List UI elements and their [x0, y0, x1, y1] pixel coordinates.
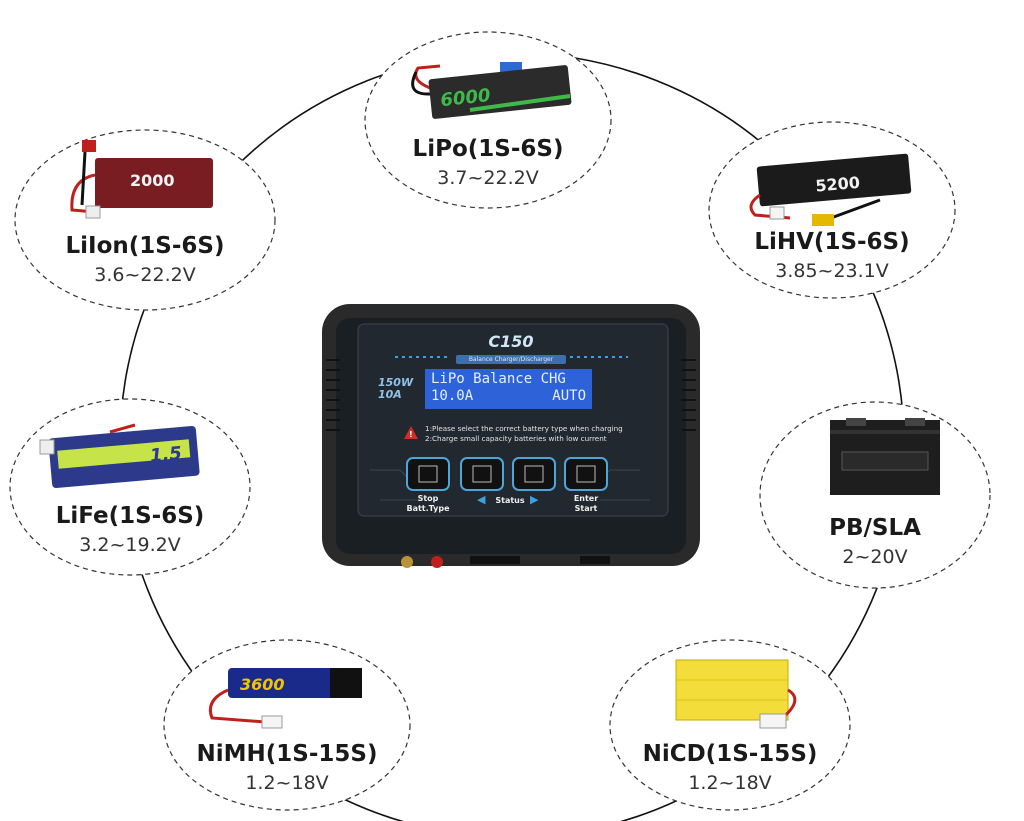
- nicd-battery-image: [675, 659, 797, 729]
- stop-label: Stop: [417, 494, 439, 503]
- enter-button-label: Enter Start: [556, 494, 616, 514]
- nimh-battery-image: 3600: [208, 668, 362, 729]
- battery-name: LiHV(1S-6S): [754, 229, 910, 255]
- svg-text:1.5: 1.5: [149, 443, 183, 467]
- battery-voltage-range: 3.6~22.2V: [94, 264, 196, 286]
- enter-button[interactable]: [564, 457, 608, 491]
- dec-button[interactable]: [460, 457, 504, 491]
- balance-port: [470, 556, 520, 564]
- note-2: 2:Charge small capacity batteries with l…: [425, 434, 607, 443]
- right-arrow-icon: ▶: [530, 493, 539, 506]
- stop-button-label: Stop Batt.Type: [398, 494, 458, 514]
- stop-button[interactable]: [406, 457, 450, 491]
- note-1: 1:Please select the correct battery type…: [425, 424, 623, 433]
- lcd-current: 10.0A: [431, 388, 474, 404]
- label-pbsla: PB/SLA 2~20V: [745, 514, 1005, 570]
- battery-voltage-range: 3.2~19.2V: [79, 534, 181, 556]
- lcd-line1: LiPo Balance CHG: [431, 371, 566, 387]
- label-lipo: LiPo(1S-6S) 3.7~22.2V: [358, 135, 618, 191]
- battery-voltage-range: 3.7~22.2V: [437, 167, 539, 189]
- label-nimh: NiMH(1S-15S) 1.2~18V: [157, 740, 417, 796]
- battery-name: NiMH(1S-15S): [196, 741, 378, 767]
- warning-icon: [404, 426, 418, 439]
- pbsla-battery-image: [830, 418, 940, 495]
- battery-name: NiCD(1S-15S): [642, 741, 818, 767]
- charger-current: 10A: [378, 388, 402, 401]
- charger-model: C150: [488, 332, 534, 351]
- output-port-positive: [401, 556, 413, 568]
- lihv-battery-image: 5200: [749, 153, 912, 226]
- battery-voltage-range: 2~20V: [842, 546, 908, 568]
- charger-spec: 150W 10A: [378, 377, 413, 401]
- battery-name: LiFe(1S-6S): [55, 503, 205, 529]
- battery-name: LiPo(1S-6S): [412, 136, 564, 162]
- svg-text:5200: 5200: [815, 173, 861, 196]
- battery-voltage-range: 3.85~23.1V: [775, 260, 889, 282]
- svg-text:2000: 2000: [130, 171, 175, 190]
- batt-type-label: Batt.Type: [406, 504, 450, 513]
- charger-notes: 1:Please select the correct battery type…: [425, 424, 623, 444]
- usb-port: [580, 556, 610, 564]
- lcd-screen: LiPo Balance CHG 10.0A AUTO: [425, 369, 592, 409]
- svg-text:3600: 3600: [240, 675, 285, 694]
- liion-battery-image: 2000: [70, 140, 213, 219]
- output-port-negative: [431, 556, 443, 568]
- charger-subtitle: Balance Charger/Discharger: [456, 355, 566, 364]
- svg-text:!: !: [409, 430, 413, 439]
- lipo-battery-image: 6000: [411, 62, 572, 119]
- lcd-mode: AUTO: [552, 388, 586, 404]
- start-label: Start: [574, 504, 598, 513]
- life-battery-image: 1.5: [39, 423, 200, 489]
- charger-power: 150W: [378, 376, 414, 389]
- enter-label: Enter: [573, 494, 599, 503]
- battery-voltage-range: 1.2~18V: [688, 772, 772, 794]
- inc-button[interactable]: [512, 457, 556, 491]
- label-nicd: NiCD(1S-15S) 1.2~18V: [600, 740, 860, 796]
- battery-voltage-range: 1.2~18V: [245, 772, 329, 794]
- label-lihv: LiHV(1S-6S) 3.85~23.1V: [702, 228, 962, 284]
- label-liion: LiIon(1S-6S) 3.6~22.2V: [15, 232, 275, 288]
- battery-name: LiIon(1S-6S): [65, 233, 225, 259]
- battery-name: PB/SLA: [829, 515, 921, 541]
- label-life: LiFe(1S-6S) 3.2~19.2V: [0, 502, 260, 558]
- bubble-nicd: [609, 639, 851, 811]
- status-label: Status: [495, 496, 525, 505]
- left-arrow-icon: ◀: [477, 493, 486, 506]
